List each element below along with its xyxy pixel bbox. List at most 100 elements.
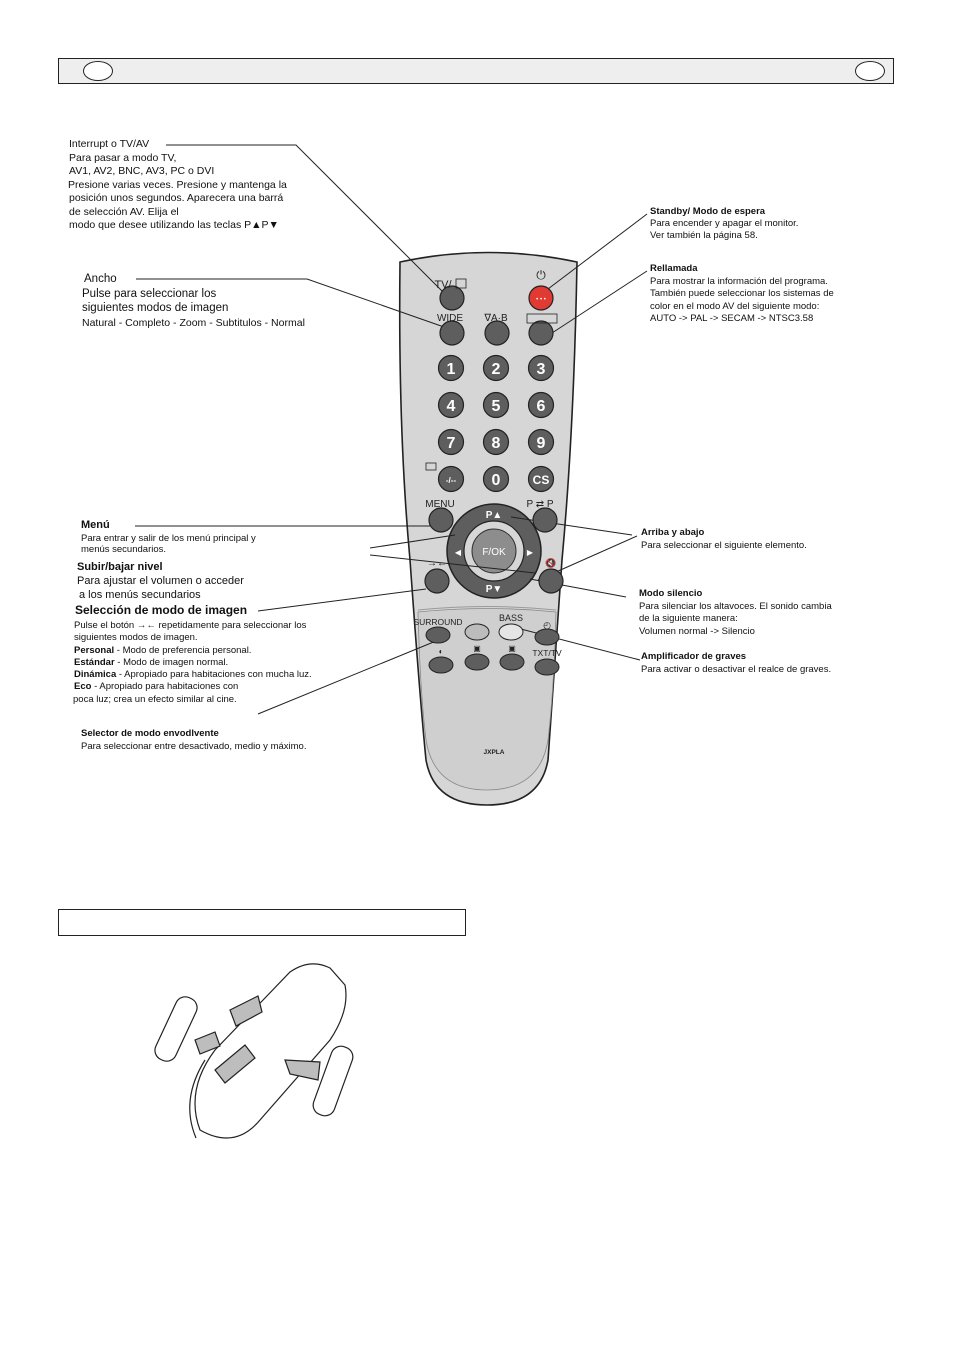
number-label: 2: [492, 361, 501, 378]
annotation-standby: Standby/ Modo de espera Para encender y …: [650, 206, 798, 242]
cs-button[interactable]: [527, 465, 555, 493]
cs-label: CS: [533, 473, 550, 487]
annotation-line: Volumen normal -> Silencio: [639, 625, 755, 637]
annotation-title: Menú: [81, 519, 110, 531]
number-button-1[interactable]: [437, 354, 465, 382]
number-button-3[interactable]: [527, 354, 555, 382]
number-button-9[interactable]: [527, 428, 555, 456]
p-swap-button[interactable]: [532, 507, 558, 533]
tv-av-button[interactable]: [439, 285, 465, 311]
standby-button[interactable]: [528, 285, 554, 311]
mute-icon: 🔇: [545, 557, 556, 568]
number-button-7[interactable]: [437, 428, 465, 456]
recall-icon: [526, 313, 558, 324]
annotation-line: Para seleccionar entre desactivado, medi…: [81, 740, 307, 752]
number-label: 6: [537, 398, 546, 415]
annotation-line: poca luz; crea un efecto similar al cine…: [73, 693, 237, 705]
mode-desc: - Modo de preferencia personal.: [114, 644, 252, 656]
dash-label: -/--: [446, 476, 457, 485]
annotation-picture-title: Selección de modo de imagen: [75, 603, 247, 617]
annotation-line: siguientes modos de imagen.: [74, 632, 198, 644]
annotation-line: Para activar o desactivar el realce de g…: [641, 663, 832, 675]
text-reveal-icon: ▣: [508, 644, 516, 653]
txt-tv-button[interactable]: [534, 658, 560, 676]
number-label: 9: [537, 435, 546, 452]
number-button-8[interactable]: [482, 428, 510, 456]
blank-button[interactable]: [464, 623, 490, 641]
text-reveal-button[interactable]: [499, 653, 525, 671]
annotation-line: También puede seleccionar los sistemas d…: [650, 288, 834, 299]
language-badge-left: [83, 61, 113, 81]
annotation-line: posición unos segundos. Aparecera una ba…: [69, 192, 284, 204]
annotation-picture: Pulse el botón →← repetidamente para sel…: [73, 620, 312, 706]
annotation-line: Para entrar y salir de los menú principa…: [81, 532, 256, 544]
annotation-line: siguientes modos de imagen: [82, 302, 229, 314]
tv-av-label: TV/: [434, 279, 452, 291]
number-button-6[interactable]: [527, 391, 555, 419]
recall-button[interactable]: [528, 320, 554, 346]
annotation-text: repetidamente para seleccionar los: [155, 620, 307, 631]
timer-button[interactable]: [534, 628, 560, 646]
annotation-line: Para mostrar la información del programa…: [650, 275, 828, 287]
wide-label: WIDE: [437, 313, 463, 324]
input-icon: [455, 278, 467, 289]
annotation-line: Eco - Apropiado para habitaciones con: [74, 681, 312, 693]
annotation-line: de la siguiente manera:: [639, 613, 738, 624]
teletext-icon: [425, 462, 437, 471]
number-button-5[interactable]: [482, 391, 510, 419]
annotation-bass: Amplificador de graves Para activar o de…: [641, 651, 831, 676]
mode-desc: - Apropiado para habitaciones con: [91, 681, 239, 693]
wide-button[interactable]: [439, 320, 465, 346]
annotation-title: Rellamada: [650, 263, 698, 274]
annotation-text: Pulse el botón: [74, 620, 137, 631]
annotation-line: Para pasar a modo TV,: [69, 151, 177, 164]
bass-button[interactable]: [498, 623, 524, 641]
surround-button[interactable]: [425, 626, 451, 644]
annotation-line: Estándar - Modo de imagen normal.: [74, 657, 312, 669]
annotation-line: Ver también la página 58.: [650, 230, 758, 241]
annotation-line: Pulse para seleccionar los: [82, 287, 217, 300]
text-hold-icon: ▣: [473, 644, 481, 653]
annotation-title: Subir/bajar nivel: [77, 561, 163, 573]
annotation-line: modo que desee utilizando las teclas P▲P…: [69, 219, 279, 231]
mode-desc: - Modo de imagen normal.: [114, 656, 229, 668]
annotation-line: de selección AV. Elija el: [69, 205, 179, 218]
number-button-4[interactable]: [437, 391, 465, 419]
mode-name: Dinámica: [74, 669, 117, 681]
annotation-line: Natural - Completo - Zoom - Subtitulos -…: [82, 316, 305, 329]
p-down-label: P▼: [486, 584, 503, 595]
standby-dots: • • •: [536, 297, 546, 303]
annotation-line: AUTO -> PAL -> SECAM -> NTSC3.58: [650, 313, 814, 324]
mode-name: Personal: [74, 644, 115, 656]
ab-label: ∇A·B: [483, 313, 508, 324]
divider: [417, 606, 557, 611]
color-button[interactable]: [428, 656, 454, 674]
annotation-line: menús secundarios.: [81, 544, 167, 555]
annotation-volume: Subir/bajar nivel Para ajustar el volume…: [77, 560, 244, 602]
remote-lower-panel: [417, 608, 557, 791]
dash-button[interactable]: [437, 465, 465, 493]
section-header-bar: [58, 58, 894, 84]
text-hold-button[interactable]: [464, 653, 490, 671]
annotation-line: Pulse el botón →← repetidamente para sel…: [74, 620, 312, 632]
annotation-title: Standby/ Modo de espera: [650, 206, 766, 217]
ab-button[interactable]: [484, 320, 510, 346]
bass-label: BASS: [499, 613, 523, 623]
number-label: 8: [492, 435, 501, 452]
volume-up-icon: ▶: [527, 548, 534, 557]
annotation-line: Para ajustar el volumen o acceder: [77, 575, 244, 587]
annotation-title: Selección de modo de imagen: [75, 603, 248, 617]
number-button-0[interactable]: [482, 465, 510, 493]
color-icon: ◐: [439, 647, 444, 656]
language-badge-right: [855, 61, 885, 81]
battery-section-header: [58, 909, 466, 936]
annotation-title: Arriba y abajo: [641, 527, 705, 538]
mute-button[interactable]: [538, 568, 564, 594]
annotation-line: Personal - Modo de preferencia personal.: [74, 645, 312, 657]
p-up-label: P▲: [486, 510, 503, 521]
annotation-title: Selector de modo envodlvente: [81, 728, 219, 739]
picture-mode-button[interactable]: [424, 568, 450, 594]
menu-button[interactable]: [428, 507, 454, 533]
number-button-2[interactable]: [482, 354, 510, 382]
number-label: 3: [537, 361, 546, 378]
